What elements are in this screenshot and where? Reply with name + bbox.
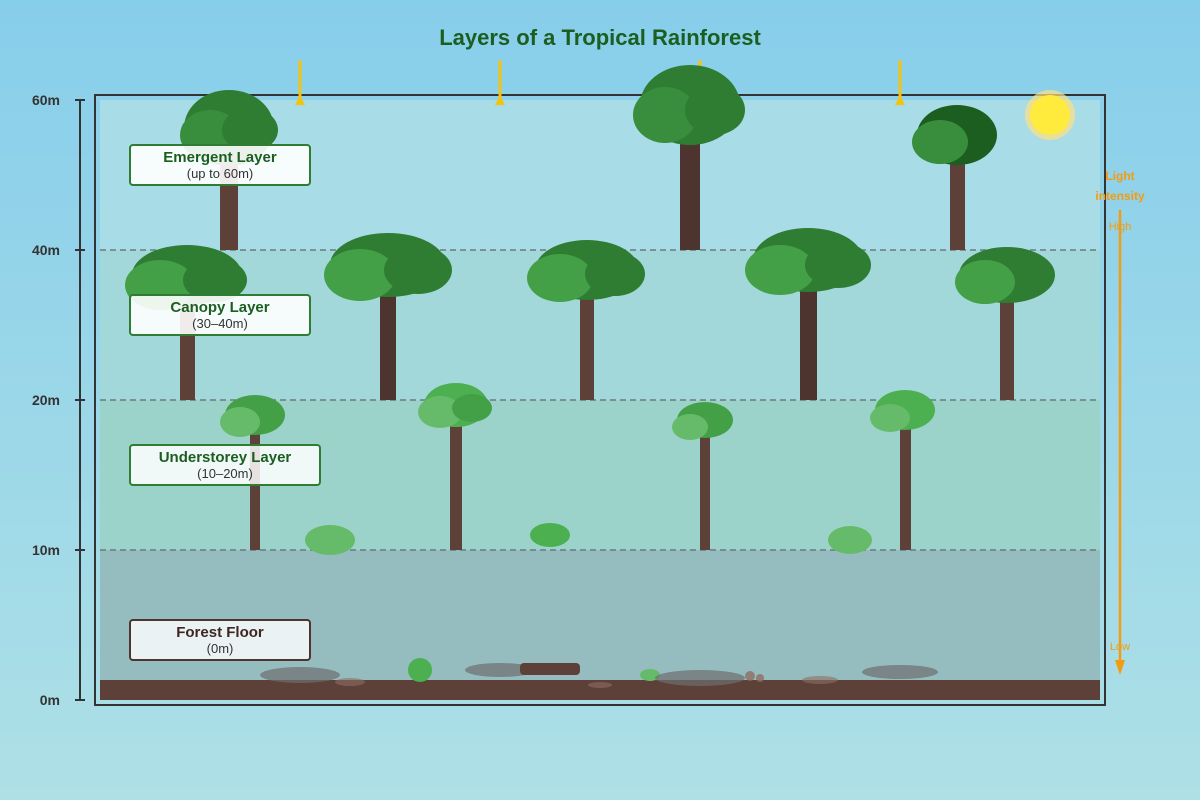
sunbeam-arrow-icon [895, 60, 905, 105]
layer-name: Understorey Layer [159, 449, 292, 466]
rock-icon [756, 674, 764, 682]
axis-tick-label: 60m [32, 92, 60, 108]
tree-icon [745, 228, 871, 400]
forest-floor-details [260, 658, 938, 688]
sunbeam-arrow-icon [495, 60, 505, 105]
fallen-log-icon [520, 663, 580, 675]
light-scale-label: Light [1105, 169, 1134, 183]
sunbeam-arrow-icon [295, 60, 305, 105]
axis-tick-label: 10m [32, 542, 60, 558]
diagram-title: Layers of a Tropical Rainforest [439, 25, 761, 50]
layer-name: Forest Floor [176, 624, 264, 641]
sun-icon [1025, 90, 1075, 140]
layer-range: (30–40m) [192, 316, 248, 331]
layer-range: (10–20m) [197, 466, 253, 481]
rock-icon [745, 671, 755, 681]
axis-tick-label: 20m [32, 392, 60, 408]
light-intensity-scale: Light intensity High Low [1095, 169, 1145, 675]
height-axis: 60m 40m 20m 10m 0m [32, 92, 85, 708]
shrub-icon [305, 525, 355, 555]
rock-icon [335, 678, 365, 686]
tree-icon [633, 65, 745, 250]
tree-icon [870, 390, 935, 550]
shrub-icon [530, 523, 570, 547]
light-low-label: Low [1110, 641, 1130, 653]
tree-icon [912, 105, 997, 250]
diagram-frame [94, 94, 1106, 706]
layer-name: Canopy Layer [170, 299, 269, 316]
light-scale-arrow-icon [1115, 660, 1125, 675]
axis-tick-label: 0m [40, 692, 60, 708]
shrub-icon [408, 658, 432, 682]
tree-icon [418, 383, 492, 550]
rock-icon [655, 670, 745, 686]
tree-icon [527, 240, 645, 400]
rock-icon [862, 665, 938, 679]
tree-icon [324, 233, 452, 400]
rock-icon [588, 682, 612, 688]
layer-label-floor: Forest Floor (0m) [129, 619, 311, 661]
light-scale-label: intensity [1095, 189, 1145, 203]
layer-label-emergent: Emergent Layer (up to 60m) [129, 144, 311, 186]
rock-icon [802, 676, 838, 684]
rock-icon [260, 667, 340, 683]
shrubs [305, 523, 872, 555]
layer-label-understorey: Understorey Layer (10–20m) [129, 444, 321, 486]
tree-icon [672, 402, 733, 550]
shrub-icon [828, 526, 872, 554]
layer-range: (0m) [207, 641, 234, 656]
tree-icon [955, 247, 1055, 400]
layer-range: (up to 60m) [187, 166, 253, 181]
axis-tick-label: 40m [32, 242, 60, 258]
understorey-trees [220, 383, 935, 550]
rock-icon [465, 663, 535, 677]
layer-label-canopy: Canopy Layer (30–40m) [129, 294, 311, 336]
canopy-trees [125, 228, 1055, 400]
layer-name: Emergent Layer [163, 149, 277, 166]
